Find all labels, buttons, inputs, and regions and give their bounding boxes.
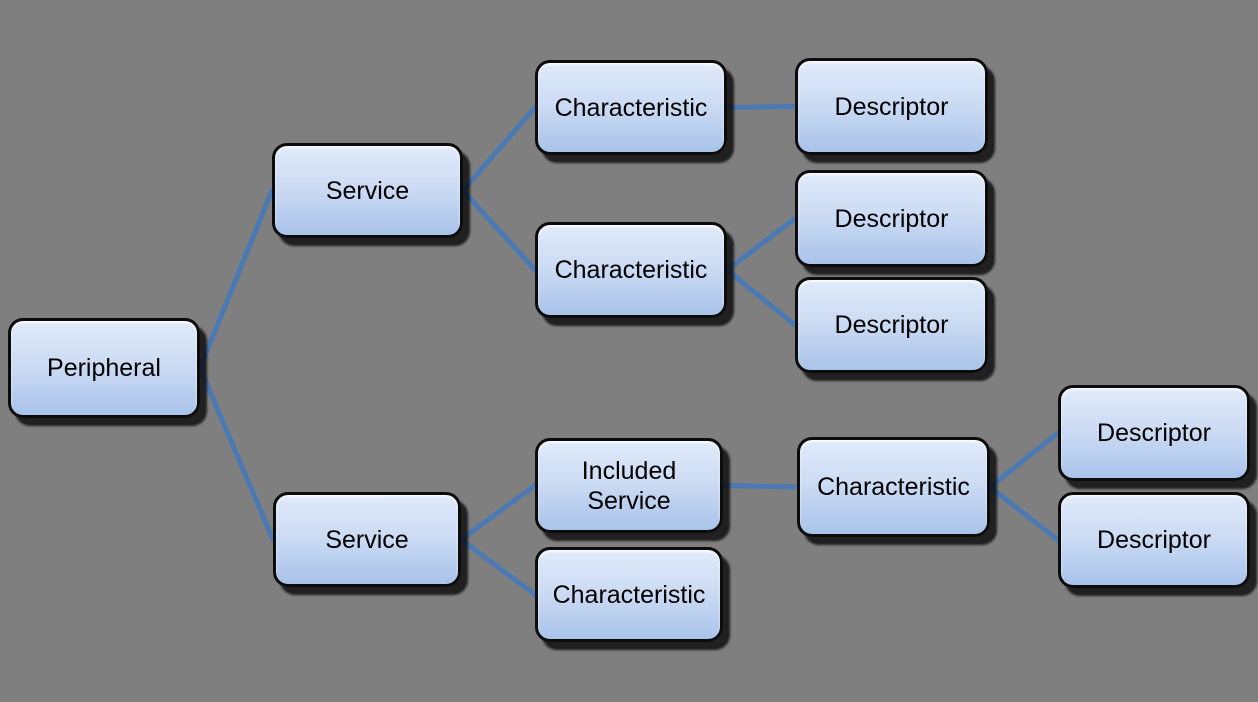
node-label-desc-1: Descriptor xyxy=(834,92,949,121)
node-char-2: Characteristic xyxy=(535,222,727,318)
node-label-char-2: Characteristic xyxy=(554,256,708,284)
connector-service-1-char-1 xyxy=(460,105,538,193)
node-desc-2: Descriptor xyxy=(795,170,988,267)
node-char-3: Characteristic xyxy=(797,437,990,537)
connector-service-1-char-2 xyxy=(460,188,538,273)
node-char-1: Characteristic xyxy=(535,60,727,155)
node-service-1: Service xyxy=(272,143,463,238)
node-label-char-1: Characteristic xyxy=(554,93,708,122)
node-label-char-4: Characteristic xyxy=(552,580,706,609)
node-desc-4: Descriptor xyxy=(1058,385,1250,481)
node-desc-1: Descriptor xyxy=(795,58,988,155)
node-service-2: Service xyxy=(273,492,461,587)
connector-char-2-desc-3 xyxy=(724,267,798,328)
node-label-service-1: Service xyxy=(325,176,410,205)
node-peripheral: Peripheral xyxy=(8,318,200,418)
node-label-peripheral: Peripheral xyxy=(47,354,161,382)
node-label-desc-2: Descriptor xyxy=(834,204,949,233)
connector-char-1-desc-1 xyxy=(724,104,798,110)
connector-char-3-desc-5 xyxy=(987,484,1061,543)
connector-inc-service-char-3 xyxy=(720,483,800,490)
connector-peripheral-service-2 xyxy=(197,365,276,542)
node-label-service-2: Service xyxy=(325,525,409,554)
node-label-inc-service: Included Service xyxy=(581,456,677,515)
node-char-4: Characteristic xyxy=(535,547,723,642)
connector-peripheral-service-1 xyxy=(197,188,275,371)
node-label-desc-4: Descriptor xyxy=(1097,419,1211,447)
node-label-desc-5: Descriptor xyxy=(1097,526,1211,554)
node-desc-5: Descriptor xyxy=(1058,492,1250,588)
connector-service-2-char-4 xyxy=(458,537,538,597)
connector-service-2-inc-service xyxy=(458,483,538,542)
connector-char-2-desc-2 xyxy=(724,216,798,273)
node-inc-service: Included Service xyxy=(535,438,723,533)
connector-char-3-desc-4 xyxy=(987,430,1061,490)
node-label-desc-3: Descriptor xyxy=(834,311,949,339)
node-desc-3: Descriptor xyxy=(795,277,988,373)
node-label-char-3: Characteristic xyxy=(817,473,970,501)
